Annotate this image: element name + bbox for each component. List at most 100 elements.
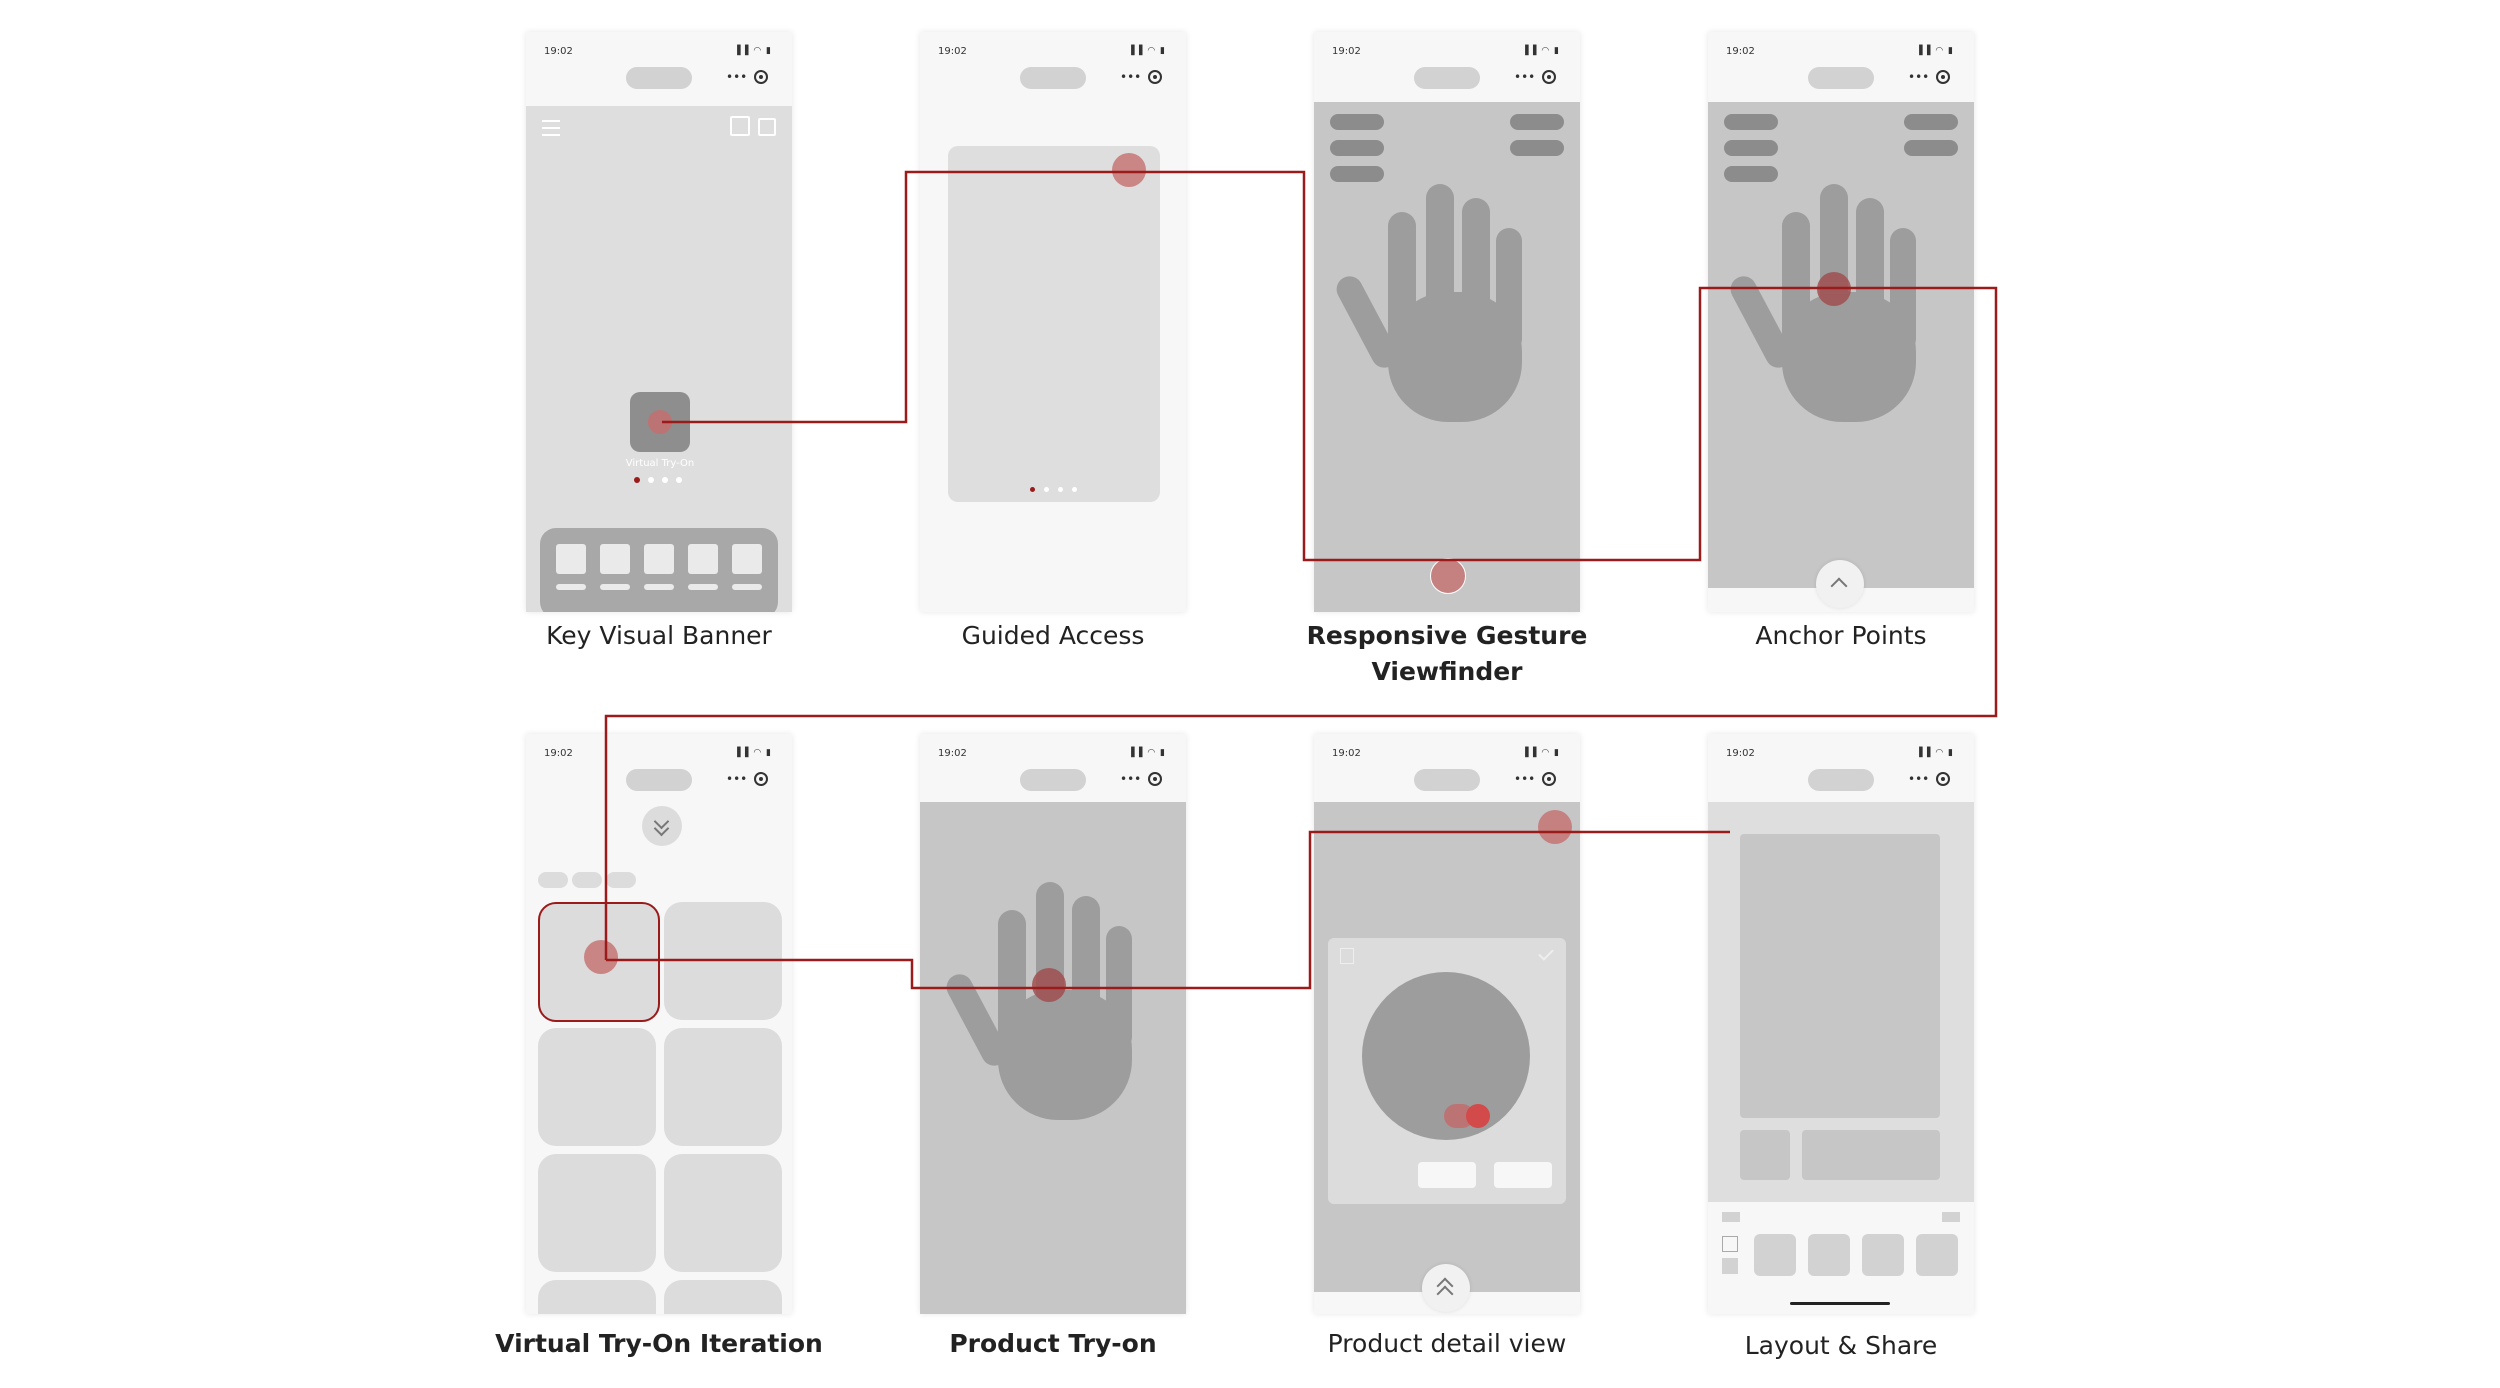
anchor-point-hotspot[interactable] — [1817, 272, 1851, 306]
status-bar: 19:02 ▐▐ ◠ ▮ — [1708, 32, 1974, 57]
menu-bar[interactable] — [1510, 140, 1564, 156]
status-time: 19:02 — [1726, 46, 1755, 57]
more-icon[interactable]: ••• — [726, 70, 748, 84]
product-tile[interactable] — [538, 1154, 656, 1272]
app-icon[interactable] — [630, 392, 690, 452]
more-icon[interactable]: ••• — [1908, 70, 1930, 84]
layout-option[interactable] — [1916, 1234, 1958, 1276]
menu-bar[interactable] — [1724, 140, 1778, 156]
chevron-double-down-icon[interactable] — [642, 806, 682, 846]
product-tile[interactable] — [664, 1028, 782, 1146]
share-hotspot[interactable] — [1538, 810, 1572, 844]
capture-hotspot[interactable] — [1430, 558, 1466, 594]
hand-icon — [1730, 184, 1916, 422]
screen-gesture-viewfinder: 19:02 ▐▐ ◠ ▮ ••• — [1314, 32, 1580, 612]
app-icon-label: Virtual Try-On — [625, 458, 695, 469]
menu-bar[interactable] — [1904, 114, 1958, 130]
layout-preview — [1740, 834, 1940, 1118]
layers-icon[interactable] — [730, 116, 750, 136]
target-icon[interactable] — [754, 70, 768, 84]
layout-caption-field[interactable] — [1802, 1130, 1940, 1180]
caption-product-detail: Product detail view — [1327, 1329, 1567, 1358]
layout-option[interactable] — [1808, 1234, 1850, 1276]
product-tile[interactable] — [664, 1154, 782, 1272]
target-icon[interactable] — [754, 772, 768, 786]
screen-product-detail: 19:02 ▐▐ ◠ ▮ ••• — [1314, 734, 1580, 1314]
menu-bar[interactable] — [1330, 114, 1384, 130]
status-time: 19:02 — [1332, 46, 1361, 57]
menu-bar[interactable] — [1904, 140, 1958, 156]
home-indicator — [1790, 1302, 1890, 1305]
dynamic-island — [626, 769, 692, 791]
target-icon[interactable] — [1936, 70, 1950, 84]
status-icons: ▐▐ ◠ ▮ — [1915, 748, 1954, 758]
status-bar: 19:02 ▐▐ ◠ ▮ — [526, 32, 792, 57]
product-tile[interactable] — [538, 1280, 656, 1314]
menu-icon[interactable] — [542, 120, 560, 136]
product-tile[interactable] — [664, 902, 782, 1020]
filter-chip[interactable] — [572, 872, 602, 888]
action-button[interactable] — [1494, 1162, 1552, 1188]
screen-guided-access: 19:02 ▐▐ ◠ ▮ ••• — [920, 32, 1186, 612]
menu-bar[interactable] — [1330, 140, 1384, 156]
dynamic-island — [1020, 67, 1086, 89]
status-time: 19:02 — [544, 748, 573, 759]
ring-placement-hotspot[interactable] — [1032, 968, 1066, 1002]
menu-bar[interactable] — [1510, 114, 1564, 130]
status-bar: 19:02 ▐▐ ◠ ▮ — [1314, 734, 1580, 759]
screen-key-visual-banner: 19:02 ▐▐ ◠ ▮ ••• Virtual Try-On — [526, 32, 792, 612]
dock — [540, 528, 778, 612]
color-swatch-selected[interactable] — [1466, 1104, 1490, 1128]
menu-bar[interactable] — [1724, 114, 1778, 130]
status-bar: 19:02 ▐▐ ◠ ▮ — [526, 734, 792, 759]
status-icons: ▐▐ ◠ ▮ — [1915, 46, 1954, 56]
action-button[interactable] — [1418, 1162, 1476, 1188]
guide-card[interactable] — [948, 146, 1160, 502]
status-bar: 19:02 ▐▐ ◠ ▮ — [1314, 32, 1580, 57]
file-icon[interactable] — [1340, 948, 1354, 964]
more-icon[interactable]: ••• — [1908, 772, 1930, 786]
layout-thumb[interactable] — [1740, 1130, 1790, 1180]
product-tile[interactable] — [664, 1280, 782, 1314]
layout-toolbar — [1708, 1202, 1974, 1314]
caption-gesture-viewfinder: Responsive Gesture Viewfinder — [1306, 621, 1588, 686]
target-icon[interactable] — [1542, 772, 1556, 786]
target-icon[interactable] — [1542, 70, 1556, 84]
target-icon[interactable] — [1936, 772, 1950, 786]
bag-icon[interactable] — [758, 118, 776, 136]
more-icon[interactable]: ••• — [1120, 70, 1142, 84]
select-hotspot[interactable] — [584, 940, 618, 974]
chevron-up-icon[interactable] — [1816, 560, 1864, 608]
product-tile[interactable] — [538, 1028, 656, 1146]
status-icons: ▐▐ ◠ ▮ — [1521, 748, 1560, 758]
layout-option[interactable] — [1754, 1234, 1796, 1276]
cube-icon — [648, 410, 672, 434]
more-icon[interactable]: ••• — [726, 772, 748, 786]
filter-chip[interactable] — [606, 872, 636, 888]
status-time: 19:02 — [544, 46, 573, 57]
screen-try-on-iteration: 19:02 ▐▐ ◠ ▮ ••• — [526, 734, 792, 1314]
chevron-up-icon[interactable] — [1422, 1264, 1470, 1312]
status-time: 19:02 — [938, 46, 967, 57]
status-icons: ▐▐ ◠ ▮ — [733, 748, 772, 758]
dynamic-island — [1414, 67, 1480, 89]
guide-close-hotspot[interactable] — [1112, 153, 1146, 187]
more-icon[interactable]: ••• — [1514, 772, 1536, 786]
caption-key-visual-banner: Key Visual Banner — [546, 621, 772, 650]
filter-chip[interactable] — [538, 872, 568, 888]
target-icon[interactable] — [1148, 70, 1162, 84]
dynamic-island — [1414, 769, 1480, 791]
caption-try-on-iteration: Virtual Try-On Iteration — [495, 1329, 823, 1358]
check-icon[interactable] — [1538, 945, 1554, 961]
caption-product-try-on: Product Try-on — [949, 1329, 1157, 1358]
more-icon[interactable]: ••• — [1514, 70, 1536, 84]
grid-icon[interactable] — [1722, 1236, 1738, 1252]
menu-bar[interactable] — [1724, 166, 1778, 182]
status-time: 19:02 — [1726, 748, 1755, 759]
layout-option[interactable] — [1862, 1234, 1904, 1276]
status-bar: 19:02 ▐▐ ◠ ▮ — [1708, 734, 1974, 759]
screen-anchor-points: 19:02 ▐▐ ◠ ▮ ••• — [1708, 32, 1974, 612]
dynamic-island — [1808, 769, 1874, 791]
hand-icon — [1336, 184, 1522, 422]
